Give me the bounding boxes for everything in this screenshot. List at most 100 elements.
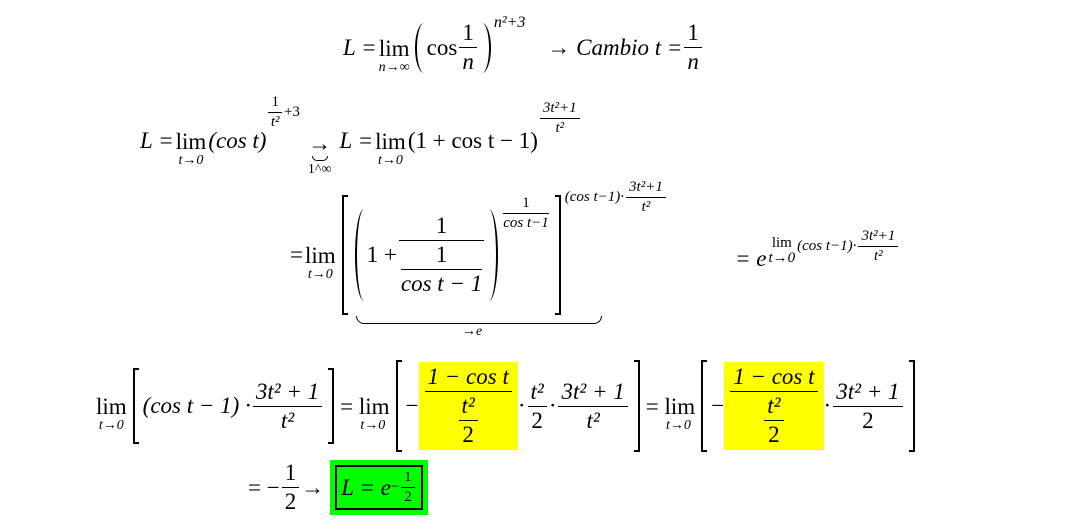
lim-sub: t→0 — [360, 418, 386, 433]
dot: · — [823, 393, 832, 418]
lim-sub: t→0 — [98, 418, 124, 433]
den: n — [684, 47, 702, 75]
num: 1 — [284, 460, 297, 485]
lim-sub: t→0 — [378, 152, 403, 168]
den: t² — [858, 246, 899, 265]
lim-word: lim — [771, 234, 792, 251]
den: cos t − 1 — [400, 269, 483, 296]
den: 2 — [401, 487, 415, 506]
right-bracket — [908, 360, 915, 452]
substitution-text: → Cambio t = — [547, 34, 683, 60]
right-bracket — [328, 368, 335, 444]
minus: − — [390, 479, 400, 495]
lim-word: = lim — [645, 394, 696, 419]
den: 2 — [527, 405, 547, 434]
right-paren: ) — [489, 209, 499, 301]
num: t² — [461, 393, 475, 418]
left-bracket: [ — [341, 195, 348, 315]
den: t² — [268, 112, 282, 131]
num: 3t² + 1 — [561, 378, 625, 404]
den: t² — [626, 197, 666, 216]
num: 1 — [271, 94, 279, 110]
den: t² — [539, 118, 580, 137]
equals-e: = e — [735, 246, 767, 271]
den: n — [459, 47, 477, 75]
left-bracket: [ — [132, 368, 139, 444]
exponent: 1 t² +3 — [266, 94, 300, 131]
exp-fraction: 3t²+1 t² — [858, 228, 899, 265]
left-bracket — [395, 360, 402, 452]
den: cos t−1 — [503, 213, 549, 231]
right-paren — [482, 22, 491, 73]
num: 3t²+1 — [542, 100, 577, 116]
arrow: → — [301, 474, 325, 500]
lim-word: lim — [378, 35, 410, 61]
den: 2 — [281, 487, 300, 515]
answer-text: L = e — [341, 474, 391, 500]
den: 2 — [833, 405, 903, 434]
exp-fraction: 3t²+1 t² — [539, 100, 580, 137]
L-equals: L = — [339, 127, 374, 153]
num: 1 − cos t — [427, 364, 509, 389]
num: 3t² + 1 — [255, 378, 320, 404]
plus-3: +3 — [283, 104, 300, 120]
exp-text: (cos t−1)· — [564, 189, 625, 205]
num: 1 — [435, 213, 448, 238]
left-paren: ( — [354, 209, 364, 301]
lim-word: = lim — [340, 394, 390, 419]
den: 2 — [458, 420, 478, 448]
right-bracket: ] — [633, 360, 640, 452]
lim-sub: n→∞ — [378, 59, 410, 75]
one-plus: 1 + — [366, 242, 397, 267]
exp-fraction: 1 t² — [268, 94, 282, 131]
equals-minus: = − — [248, 474, 280, 500]
exponent: n²+3 — [493, 14, 526, 31]
lim-sub: t→0 — [178, 152, 204, 168]
num: t² — [767, 393, 781, 418]
indeterminate-form: 1^∞ — [307, 162, 332, 177]
L-equals: L = — [343, 34, 377, 60]
outer-exponent: (cos t−1)· 3t²+1 t² — [565, 179, 668, 216]
num: 1 — [435, 242, 448, 267]
num: 1 − cos t — [733, 364, 815, 389]
num: 3t²+1 — [629, 179, 663, 195]
lim-sub: t→0 — [768, 249, 796, 266]
base: (cos t) — [208, 127, 267, 153]
lim-sub: t→0 — [666, 418, 691, 433]
num: 3t²+1 — [861, 228, 896, 244]
num: t² — [530, 378, 544, 404]
minus: − — [405, 393, 419, 418]
underbrace-icon — [311, 156, 328, 161]
lim-word: lim — [175, 128, 207, 154]
den: t² — [558, 405, 628, 434]
equals: = — [290, 242, 303, 267]
den: t² — [252, 405, 323, 434]
